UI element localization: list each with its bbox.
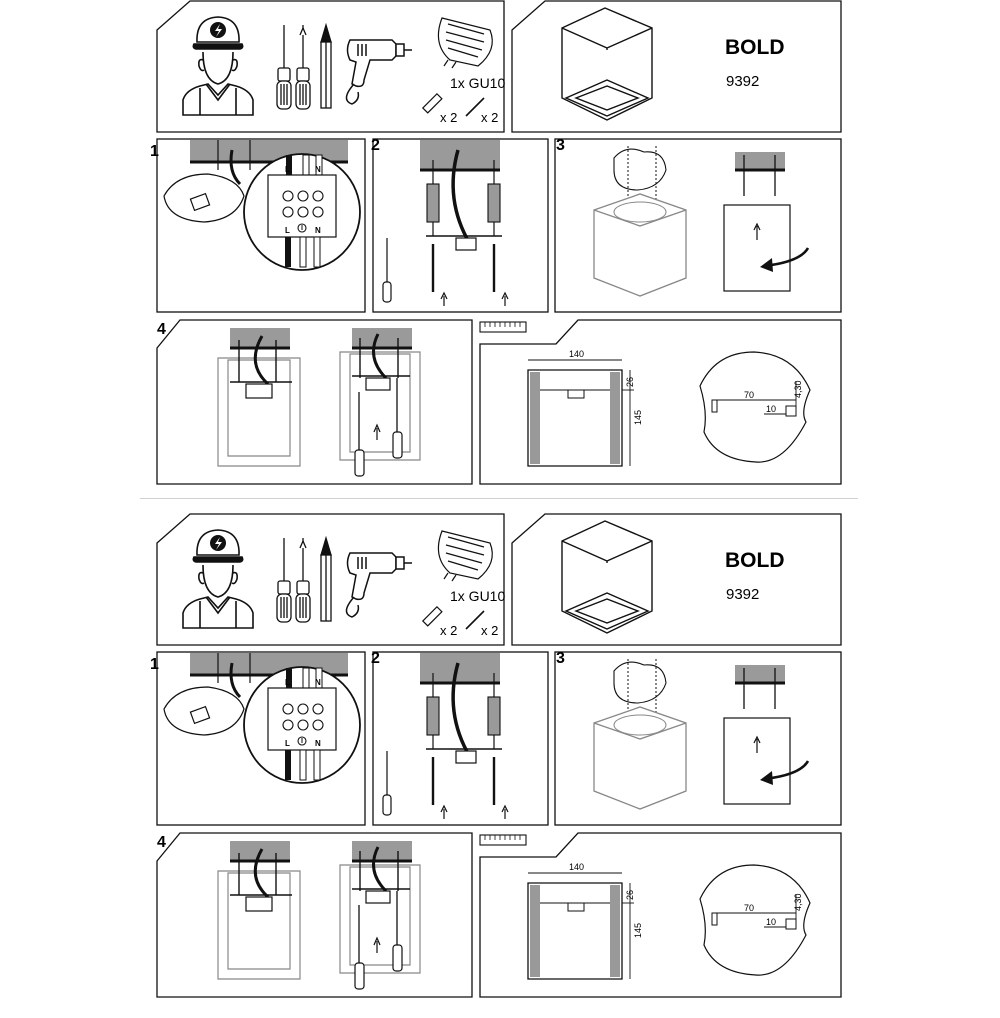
dim-hole-spacing: 70 bbox=[744, 390, 754, 400]
instruction-sheet-2: 1x GU10 x 2 x 2 BOLD 9392 1 2 3 4 L N L … bbox=[0, 513, 1000, 1013]
step-3-number: 3 bbox=[556, 650, 565, 667]
step-1-number: 1 bbox=[150, 656, 159, 673]
plug-count: x 2 bbox=[440, 110, 457, 125]
product-code: 9392 bbox=[726, 73, 759, 90]
dim-hole-offset: 10 bbox=[766, 917, 776, 927]
instruction-sheet-1: 1x GU10 x 2 x 2 BOLD 9392 1 2 3 4 L N L … bbox=[0, 0, 1000, 500]
dim-hole-length: 4,30 bbox=[793, 893, 803, 911]
brand-name: BOLD bbox=[725, 549, 785, 572]
terminal-l-top: L bbox=[285, 165, 290, 174]
dim-hole-offset: 10 bbox=[766, 404, 776, 414]
dim-hole-spacing: 70 bbox=[744, 903, 754, 913]
terminal-n-top: N bbox=[315, 165, 321, 174]
step-2-number: 2 bbox=[371, 137, 380, 154]
terminal-n-top: N bbox=[315, 678, 321, 687]
dim-width: 140 bbox=[569, 862, 584, 872]
dim-height: 145 bbox=[633, 410, 643, 425]
step-3-number: 3 bbox=[556, 137, 565, 154]
dim-height: 145 bbox=[633, 923, 643, 938]
step-2-number: 2 bbox=[371, 650, 380, 667]
terminal-l-bottom: L bbox=[285, 739, 290, 748]
dim-recess: 26 bbox=[625, 377, 635, 387]
sheet-divider bbox=[140, 498, 858, 499]
step-4-number: 4 bbox=[157, 321, 166, 338]
step-4-number: 4 bbox=[157, 834, 166, 851]
terminal-n-bottom: N bbox=[315, 226, 321, 235]
lamp-label: 1x GU10 bbox=[450, 75, 505, 91]
terminal-l-bottom: L bbox=[285, 226, 290, 235]
product-code: 9392 bbox=[726, 586, 759, 603]
brand-name: BOLD bbox=[725, 36, 785, 59]
terminal-l-top: L bbox=[285, 678, 290, 687]
dim-hole-length: 4,30 bbox=[793, 380, 803, 398]
terminal-n-bottom: N bbox=[315, 739, 321, 748]
sheet-1-artwork: 1x GU10 x 2 x 2 BOLD 9392 1 2 3 4 L N L … bbox=[150, 0, 1000, 500]
dim-width: 140 bbox=[569, 349, 584, 359]
sheet-2-artwork: 1x GU10 x 2 x 2 BOLD 9392 1 2 3 4 L N L … bbox=[150, 513, 1000, 1013]
dim-recess: 26 bbox=[625, 890, 635, 900]
lamp-label: 1x GU10 bbox=[450, 588, 505, 604]
screw-count: x 2 bbox=[481, 110, 498, 125]
screw-count: x 2 bbox=[481, 623, 498, 638]
plug-count: x 2 bbox=[440, 623, 457, 638]
step-1-number: 1 bbox=[150, 143, 159, 160]
